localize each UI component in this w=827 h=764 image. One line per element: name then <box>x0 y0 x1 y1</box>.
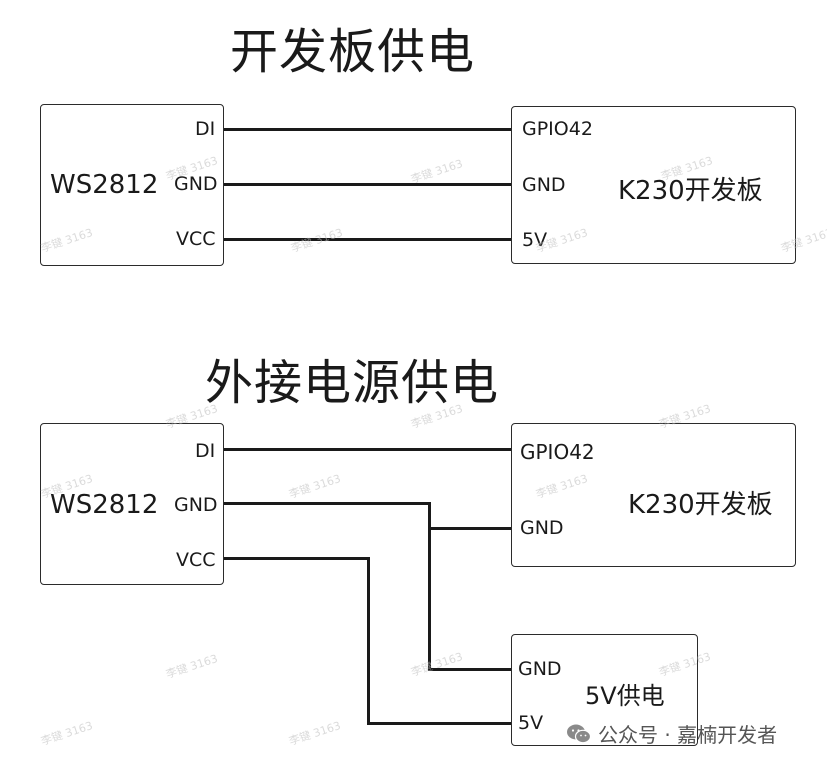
section-title-external-power: 外接电源供电 <box>205 355 500 411</box>
footer-text: 公众号 · 嘉楠开发者 <box>598 723 778 747</box>
watermark: 李键 3163 <box>287 719 343 748</box>
wire-gnd-vertical <box>428 502 431 670</box>
k230-pin-gpio42-2: GPIO42 <box>520 440 595 464</box>
wire-di-gpio42-2 <box>224 448 511 451</box>
k230-board-label: K230开发板 <box>618 176 763 206</box>
wire-gnd-horizontal <box>224 502 430 505</box>
ws2812-label-2: WS2812 <box>50 490 159 520</box>
ws2812-pin-di-2: DI <box>195 440 216 462</box>
wechat-icon <box>567 724 592 743</box>
wire-gnd-to-board <box>428 527 511 530</box>
ws2812-pin-gnd-2: GND <box>174 494 218 516</box>
wire-di-gpio42 <box>224 128 511 131</box>
k230-pin-gnd-2: GND <box>520 517 564 539</box>
section-title-board-power: 开发板供电 <box>230 24 476 80</box>
wire-vcc-horizontal <box>224 557 370 560</box>
k230-board-label-2: K230开发板 <box>628 490 773 520</box>
supply-pin-gnd: GND <box>518 658 562 680</box>
k230-board-box <box>511 106 796 264</box>
k230-pin-gnd: GND <box>522 174 566 196</box>
ws2812-pin-gnd: GND <box>174 173 218 195</box>
wire-gnd-to-supply <box>428 668 511 671</box>
ws2812-pin-di: DI <box>195 118 216 140</box>
wire-gnd-gnd <box>224 183 511 186</box>
k230-pin-gpio42: GPIO42 <box>522 118 593 140</box>
supply-label: 5V供电 <box>585 682 665 710</box>
supply-box <box>511 634 698 746</box>
wire-vcc-vertical <box>367 557 370 725</box>
watermark: 李键 3163 <box>164 652 220 681</box>
footer-account: 公众号 · 嘉楠开发者 <box>566 719 777 748</box>
k230-pin-5v: 5V <box>522 229 548 251</box>
k230-board-box-2 <box>511 423 796 567</box>
watermark: 李键 3163 <box>289 226 345 255</box>
ws2812-box-2 <box>40 423 224 585</box>
ws2812-label: WS2812 <box>50 170 159 200</box>
supply-pin-5v: 5V <box>518 712 544 734</box>
wire-vcc-to-supply <box>367 722 511 725</box>
ws2812-pin-vcc: VCC <box>176 228 216 250</box>
watermark: 李键 3163 <box>39 719 95 748</box>
watermark: 李键 3163 <box>409 650 465 679</box>
wire-vcc-5v <box>224 238 511 241</box>
ws2812-box <box>40 104 224 266</box>
watermark: 李键 3163 <box>287 472 343 501</box>
ws2812-pin-vcc-2: VCC <box>176 549 216 571</box>
